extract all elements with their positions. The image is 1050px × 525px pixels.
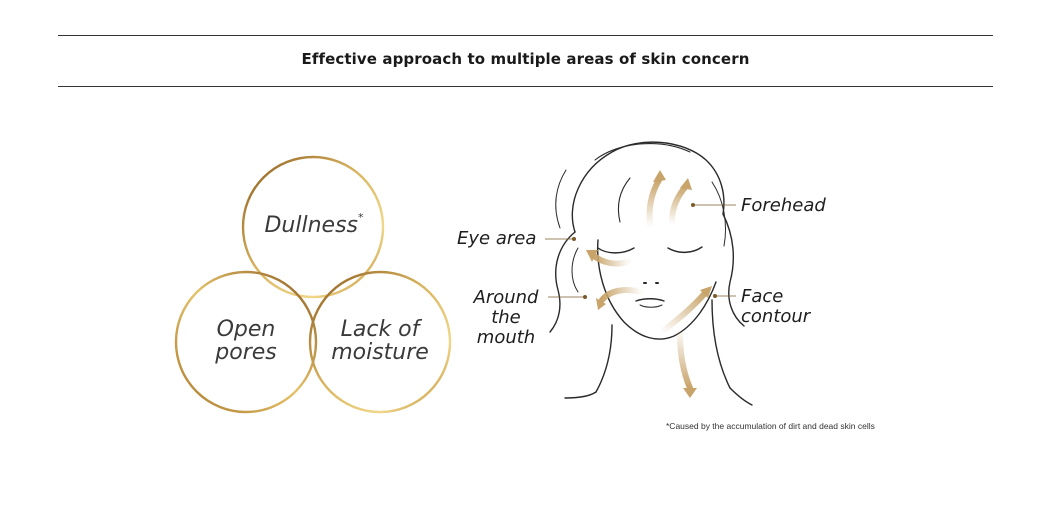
- dullness-text: Dullness: [264, 213, 358, 238]
- open-pores-line2: pores: [215, 340, 277, 366]
- dullness-asterisk: *: [358, 211, 364, 224]
- venn-circle-open-pores: [174, 270, 318, 414]
- venn-label-dullness: Dullness*: [246, 211, 382, 238]
- footnote: *Caused by the accumulation of dirt and …: [666, 421, 875, 431]
- label-around-the-mouth: Around the mouth: [466, 288, 546, 347]
- label-eye-area: Eye area: [457, 228, 537, 249]
- page-title: Effective approach to multiple areas of …: [301, 50, 750, 68]
- arrow-face-contour: [661, 286, 712, 333]
- arrow-forehead-right: [669, 178, 692, 225]
- face-contour-line2: contour: [741, 305, 811, 327]
- venn-circle-moisture: [308, 270, 452, 414]
- venn-label-open-pores: Open pores: [186, 318, 306, 364]
- venn-circle-dullness: [241, 155, 385, 299]
- around-mouth-line1: Around: [473, 287, 539, 308]
- arrow-neck: [677, 331, 697, 398]
- face-drawing: [549, 141, 753, 406]
- leader-forehead: [691, 203, 736, 207]
- arrow-forehead-left: [646, 170, 666, 227]
- label-face-contour: Face contour: [741, 287, 810, 327]
- open-pores-line1: Open: [216, 317, 276, 342]
- moisture-line1: Lack of: [340, 317, 420, 342]
- moisture-line2: moisture: [331, 340, 429, 366]
- around-mouth-line3: mouth: [476, 326, 536, 348]
- venn-label-lack-of-moisture: Lack of moisture: [316, 318, 444, 364]
- leader-face-contour: [713, 294, 736, 298]
- face-contour-line1: Face: [741, 286, 784, 307]
- label-forehead: Forehead: [741, 195, 826, 216]
- arrow-eye-area: [586, 250, 631, 267]
- leader-eye-area: [545, 237, 576, 241]
- header-top-rule: [58, 35, 993, 36]
- around-mouth-line2: the: [491, 306, 521, 328]
- leader-around-mouth: [548, 295, 587, 299]
- header-bottom-rule: [58, 86, 993, 87]
- arrow-around-mouth: [596, 287, 643, 310]
